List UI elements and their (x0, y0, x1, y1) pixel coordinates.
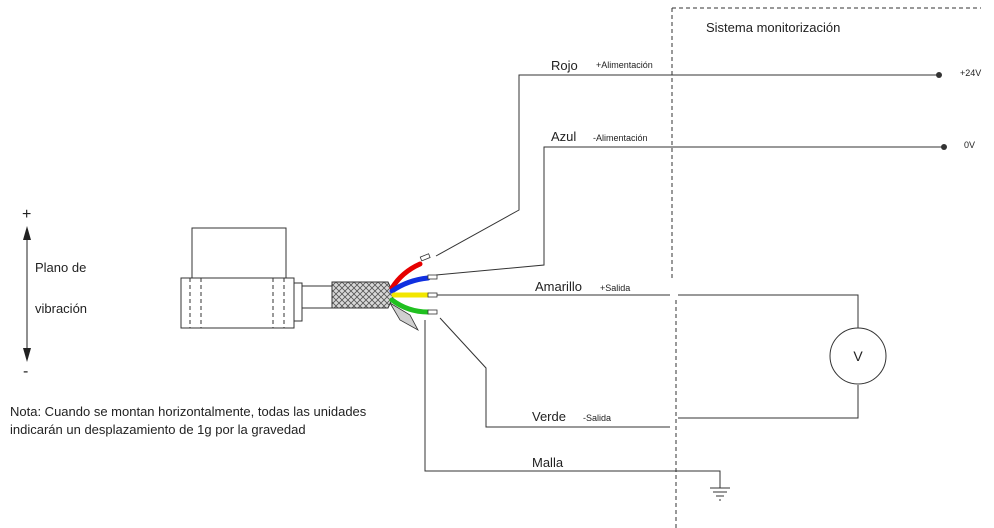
wire-red-icon (389, 261, 423, 291)
voltmeter-label: V (853, 348, 863, 364)
wire-amarillo-func: +Salida (600, 283, 630, 293)
wire-amarillo-name: Amarillo (535, 279, 582, 294)
wire-azul-line (435, 146, 944, 276)
wire-blue-icon (389, 275, 431, 294)
vibration-label-line2: vibración (35, 301, 87, 316)
wire-tip-red (419, 253, 431, 262)
cable-braid (331, 281, 395, 309)
voltmeter-circuit-top (678, 294, 859, 330)
wire-tip-green (427, 309, 438, 315)
colored-wires (389, 253, 438, 332)
mounting-note: Nota: Cuando se montan horizontalmente, … (10, 403, 366, 439)
wire-rojo-line (435, 74, 939, 257)
wire-rojo-func: +Alimentación (596, 60, 653, 70)
vibration-plus: + (22, 206, 31, 223)
sensor-icon (180, 227, 333, 329)
vibration-plane-arrow (23, 226, 31, 362)
wire-azul-func: -Alimentación (593, 133, 648, 143)
voltmeter-icon (829, 327, 887, 385)
wire-tip-blue (427, 274, 438, 280)
terminal-24v-label: +24V (960, 68, 981, 78)
monitoring-system-boundary (671, 7, 981, 528)
terminal-24v-dot (936, 72, 942, 78)
system-title: Sistema monitorización (706, 20, 840, 35)
wire-verde-line (439, 317, 670, 428)
wire-verde-name: Verde (532, 409, 566, 424)
note-line-2: indicarán un desplazamiento de 1g por la… (10, 422, 306, 437)
terminal-0v-dot (941, 144, 947, 150)
note-line-1: Nota: Cuando se montan horizontalmente, … (10, 404, 367, 419)
wiring-lines (424, 74, 944, 488)
voltmeter-circuit-bottom (678, 385, 859, 419)
wire-malla-line (424, 320, 721, 488)
vibration-label-line1: Plano de (35, 260, 86, 275)
wire-shield-icon (389, 302, 419, 332)
wire-malla-name: Malla (532, 455, 564, 470)
wire-azul-name: Azul (551, 129, 576, 144)
voltmeter: V (829, 327, 887, 385)
wire-verde-func: -Salida (583, 413, 611, 423)
vibration-minus: - (23, 363, 28, 380)
wire-rojo-name: Rojo (551, 58, 578, 73)
ground-icon (710, 487, 730, 501)
terminal-0v-label: 0V (964, 140, 975, 150)
wire-green-icon (389, 297, 431, 315)
wire-tip-yellow (427, 292, 438, 298)
